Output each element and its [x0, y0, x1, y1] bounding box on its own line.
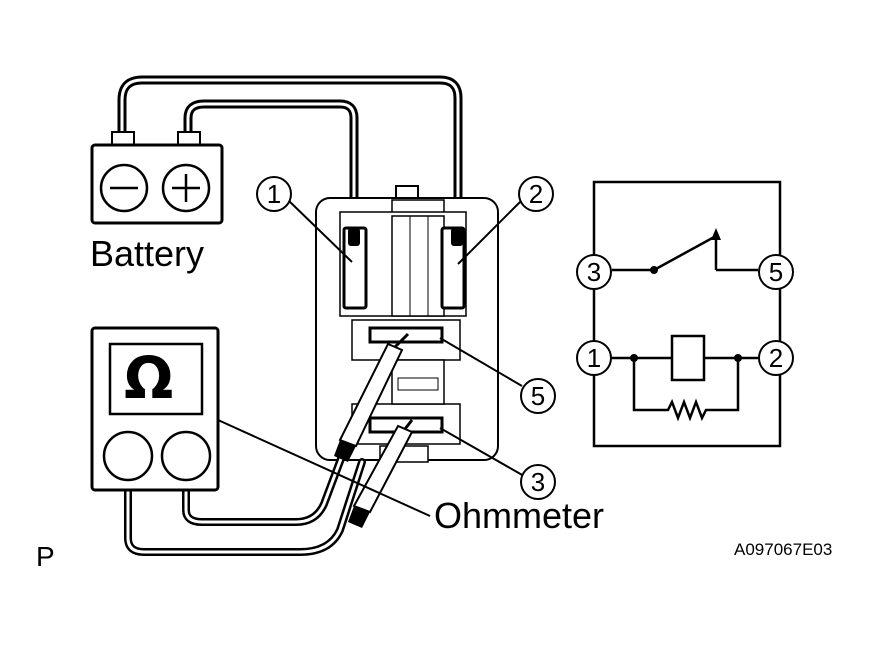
- relay-body: [315, 185, 499, 463]
- battery: [90, 131, 224, 225]
- schematic-terminal-2: 2: [758, 340, 794, 376]
- meter-jack-right-icon: [160, 430, 212, 482]
- battery-label: Battery: [90, 233, 205, 274]
- omega-icon: Ω: [124, 344, 174, 412]
- leader-terminal-2: [457, 201, 521, 265]
- schematic-terminal-1: 1: [576, 340, 612, 376]
- terminal-3-label: 3: [520, 464, 556, 500]
- relay-pin-2: [440, 226, 466, 310]
- ohmmeter-label: Ohmmeter: [434, 495, 605, 536]
- probe-pin-5: [334, 332, 410, 462]
- meter-jack-left-icon: [102, 430, 154, 482]
- relay-schematic: [592, 180, 782, 448]
- ohmmeter: [90, 326, 220, 492]
- leader-terminal-3: [439, 427, 525, 477]
- leader-ohmmeter: [217, 419, 431, 517]
- schematic-terminal-3: 3: [576, 254, 612, 290]
- schematic-terminal-5: 5: [758, 254, 794, 290]
- page-marker: P: [36, 541, 55, 572]
- switch-contact: [653, 234, 717, 272]
- terminal-2-label: 2: [518, 176, 554, 212]
- terminal-5-label: 5: [520, 378, 556, 414]
- leader-terminal-1: [287, 199, 353, 263]
- probe-pin-3: [348, 419, 414, 528]
- resistor-icon: [632, 358, 740, 422]
- terminal-1-label: 1: [256, 176, 292, 212]
- coil-icon: [670, 334, 706, 382]
- figure-code: A097067E03: [734, 540, 833, 559]
- leader-terminal-5: [439, 337, 523, 387]
